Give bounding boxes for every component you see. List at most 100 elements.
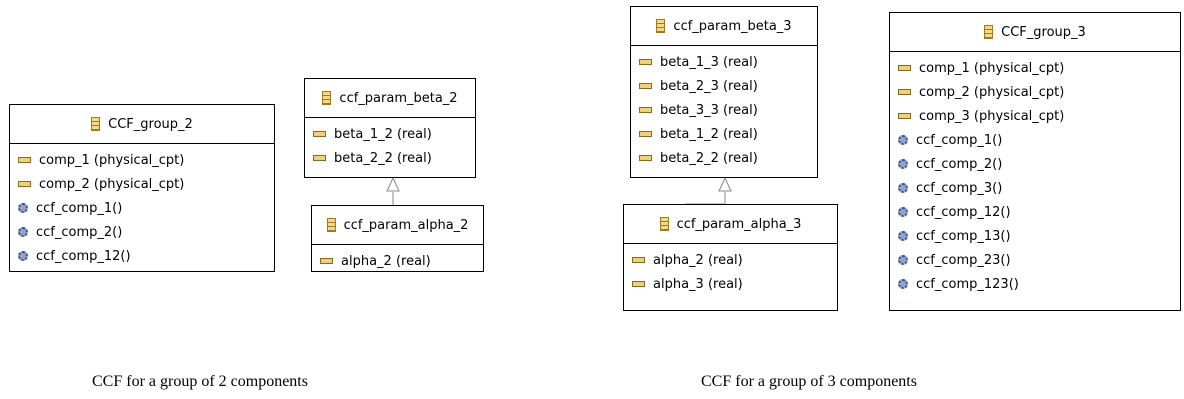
member-label: ccf_comp_2() — [916, 156, 1003, 172]
class-title: ccf_param_beta_3 — [673, 18, 792, 34]
operation-row[interactable]: ccf_comp_13() — [890, 224, 1180, 248]
member-label: beta_2_2 (real) — [334, 150, 432, 166]
class-header: CCF_group_3 — [890, 13, 1180, 52]
member-label: ccf_comp_1() — [916, 132, 1003, 148]
attribute-row[interactable]: alpha_2 (real) — [624, 248, 837, 272]
member-label: alpha_2 (real) — [341, 253, 431, 269]
class-icon — [984, 25, 994, 39]
class-members: beta_1_2 (real) beta_2_2 (real) — [305, 118, 475, 170]
class-header: ccf_param_beta_2 — [305, 79, 475, 118]
class-title: CCF_group_2 — [108, 116, 193, 132]
class-title: ccf_param_alpha_2 — [343, 217, 469, 233]
class-header: ccf_param_alpha_3 — [624, 205, 837, 244]
generalization-arrowhead-3 — [718, 176, 732, 192]
attribute-row[interactable]: alpha_2 (real) — [312, 249, 483, 273]
field-icon — [639, 107, 652, 113]
class-header: ccf_param_alpha_2 — [312, 206, 483, 245]
field-icon — [639, 83, 652, 89]
operation-icon — [18, 227, 28, 237]
class-members: beta_1_3 (real) beta_2_3 (real) beta_3_3 (… — [631, 46, 817, 170]
field-icon — [898, 113, 911, 119]
caption-group-3: CCF for a group of 3 components — [701, 373, 917, 390]
member-label: ccf_comp_12() — [36, 248, 131, 264]
operation-row[interactable]: ccf_comp_12() — [10, 244, 274, 268]
caption-group-2: CCF for a group of 2 components — [92, 373, 308, 390]
member-label: comp_3 (physical_cpt) — [919, 108, 1065, 124]
class-header: CCF_group_2 — [10, 105, 274, 144]
class-ccf-group-2[interactable]: CCF_group_2 comp_1 (physical_cpt) comp_2 (… — [9, 104, 275, 272]
operation-row[interactable]: ccf_comp_1() — [10, 196, 274, 220]
member-label: ccf_comp_2() — [36, 224, 123, 240]
class-members: alpha_2 (real) alpha_3 (real) — [624, 244, 837, 296]
class-members: comp_1 (physical_cpt) comp_2 (physical_cp… — [10, 144, 274, 268]
attribute-row[interactable]: comp_2 (physical_cpt) — [10, 172, 274, 196]
class-ccf-group-3[interactable]: CCF_group_3 comp_1 (physical_cpt)comp_2 (… — [889, 12, 1181, 311]
operation-row[interactable]: ccf_comp_1() — [890, 128, 1180, 152]
attribute-row[interactable]: beta_2_3 (real) — [631, 74, 817, 98]
attribute-row[interactable]: comp_1 (physical_cpt) — [890, 56, 1180, 80]
member-label: ccf_comp_12() — [916, 204, 1011, 220]
class-title: CCF_group_3 — [1001, 24, 1086, 40]
attribute-row[interactable]: beta_3_3 (real) — [631, 98, 817, 122]
member-label: beta_1_2 (real) — [660, 126, 758, 142]
member-label: ccf_comp_23() — [916, 252, 1011, 268]
class-icon — [326, 218, 336, 232]
field-icon — [632, 257, 645, 263]
generalization-arrowhead-2 — [386, 176, 400, 192]
field-icon — [639, 155, 652, 161]
operation-icon — [898, 207, 908, 217]
class-header: ccf_param_beta_3 — [631, 7, 817, 46]
member-label: beta_3_3 (real) — [660, 102, 758, 118]
operation-row[interactable]: ccf_comp_3() — [890, 176, 1180, 200]
member-label: beta_2_3 (real) — [660, 78, 758, 94]
operation-row[interactable]: ccf_comp_123() — [890, 272, 1180, 296]
attribute-row[interactable]: beta_2_2 (real) — [631, 146, 817, 170]
attribute-row[interactable]: beta_1_2 (real) — [631, 122, 817, 146]
member-label: beta_1_2 (real) — [334, 126, 432, 142]
member-label: alpha_3 (real) — [653, 276, 743, 292]
member-label: comp_2 (physical_cpt) — [39, 176, 185, 192]
class-ccf-param-alpha-3[interactable]: ccf_param_alpha_3 alpha_2 (real) alpha_3 (… — [623, 204, 838, 311]
member-label: beta_2_2 (real) — [660, 150, 758, 166]
class-icon — [656, 19, 666, 33]
class-title: ccf_param_alpha_3 — [676, 216, 802, 232]
field-icon — [898, 65, 911, 71]
field-icon — [898, 89, 911, 95]
class-ccf-param-beta-3[interactable]: ccf_param_beta_3 beta_1_3 (real) beta_2_3 … — [630, 6, 818, 178]
member-label: beta_1_3 (real) — [660, 54, 758, 70]
class-ccf-param-alpha-2[interactable]: ccf_param_alpha_2 alpha_2 (real) — [311, 205, 484, 272]
class-icon — [91, 117, 101, 131]
operation-icon — [898, 159, 908, 169]
class-icon — [659, 217, 669, 231]
field-icon — [639, 59, 652, 65]
field-icon — [320, 258, 333, 264]
attribute-row[interactable]: beta_1_2 (real) — [305, 122, 475, 146]
attribute-row[interactable]: beta_2_2 (real) — [305, 146, 475, 170]
field-icon — [313, 155, 326, 161]
field-icon — [18, 157, 31, 163]
operation-icon — [18, 203, 28, 213]
member-label: ccf_comp_123() — [916, 276, 1019, 292]
class-members: alpha_2 (real) — [312, 245, 483, 273]
class-members: comp_1 (physical_cpt)comp_2 (physical_cp… — [890, 52, 1180, 296]
attribute-row[interactable]: comp_1 (physical_cpt) — [10, 148, 274, 172]
operation-icon — [898, 255, 908, 265]
operation-icon — [898, 279, 908, 289]
operation-icon — [898, 231, 908, 241]
class-ccf-param-beta-2[interactable]: ccf_param_beta_2 beta_1_2 (real) beta_2_2 … — [304, 78, 476, 178]
operation-row[interactable]: ccf_comp_12() — [890, 200, 1180, 224]
field-icon — [632, 281, 645, 287]
field-icon — [18, 181, 31, 187]
operation-icon — [898, 183, 908, 193]
operation-row[interactable]: ccf_comp_2() — [890, 152, 1180, 176]
class-icon — [322, 91, 332, 105]
attribute-row[interactable]: comp_3 (physical_cpt) — [890, 104, 1180, 128]
operation-row[interactable]: ccf_comp_2() — [10, 220, 274, 244]
attribute-row[interactable]: comp_2 (physical_cpt) — [890, 80, 1180, 104]
operation-icon — [898, 135, 908, 145]
field-icon — [313, 131, 326, 137]
attribute-row[interactable]: beta_1_3 (real) — [631, 50, 817, 74]
attribute-row[interactable]: alpha_3 (real) — [624, 272, 837, 296]
operation-row[interactable]: ccf_comp_23() — [890, 248, 1180, 272]
member-label: comp_1 (physical_cpt) — [39, 152, 185, 168]
